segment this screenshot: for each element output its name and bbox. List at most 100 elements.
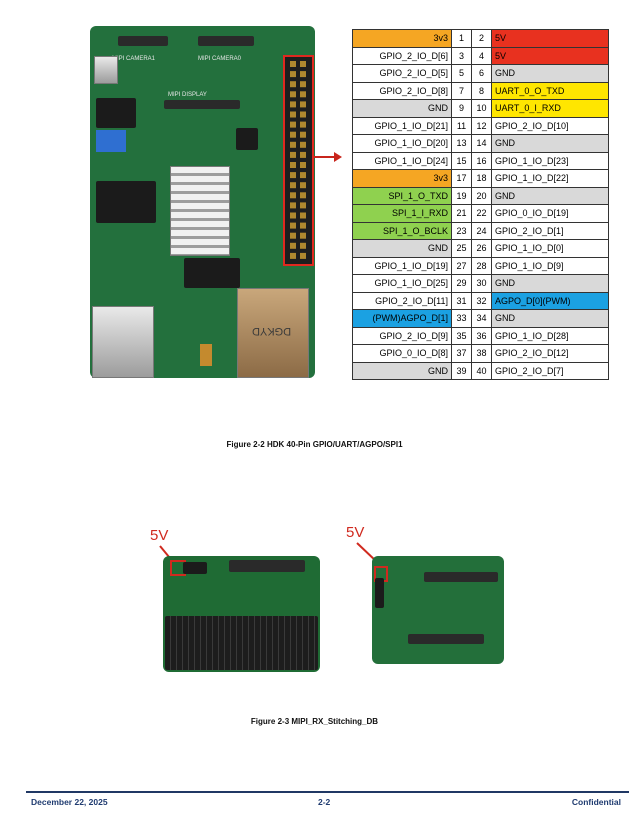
pin-left-signal: 3v3 xyxy=(352,29,452,48)
header-pin xyxy=(290,222,296,229)
header-pin xyxy=(290,172,296,179)
fpc-connector-top xyxy=(424,572,498,582)
pin-left-signal: GPIO_2_IO_D[11] xyxy=(352,291,452,310)
pin-left-signal: GPIO_2_IO_D[8] xyxy=(352,81,452,100)
memory-chip xyxy=(184,258,240,288)
pin-left-signal: GPIO_1_IO_D[25] xyxy=(352,274,452,293)
header-pin xyxy=(300,71,306,78)
40-pin-header xyxy=(283,55,314,266)
pin-left-number: 35 xyxy=(451,326,472,345)
header-pin xyxy=(300,232,306,239)
header-pins xyxy=(290,61,306,259)
pin-left-number: 39 xyxy=(451,361,472,380)
usb-c-port xyxy=(94,56,118,84)
power-connector xyxy=(200,344,212,366)
stitching-board-back xyxy=(372,556,504,664)
header-pin xyxy=(290,91,296,98)
fpc-connector xyxy=(229,560,305,572)
pin-left-number: 29 xyxy=(451,274,472,293)
header-pin xyxy=(300,151,306,158)
pin-right-signal: GND xyxy=(491,309,609,328)
pin-right-signal: AGPO_D[0](PWM) xyxy=(491,291,609,310)
heatsink xyxy=(170,166,230,256)
pin-left-signal: GPIO_2_IO_D[9] xyxy=(352,326,452,345)
header-pin xyxy=(300,111,306,118)
pin-right-number: 2 xyxy=(471,29,492,48)
header-pin xyxy=(300,141,306,148)
mipi-camera1-connector xyxy=(118,36,168,46)
5v-label-left: 5V xyxy=(150,527,169,544)
pin-right-signal: GPIO_1_IO_D[22] xyxy=(491,169,609,188)
header-pin xyxy=(300,101,306,108)
pin-left-signal: GPIO_2_IO_D[5] xyxy=(352,64,452,83)
usb-a-port xyxy=(92,306,154,378)
header-pin xyxy=(300,81,306,88)
header-pin xyxy=(290,232,296,239)
header-pin xyxy=(300,91,306,98)
header-pin xyxy=(290,162,296,168)
pin-left-signal: GPIO_1_IO_D[20] xyxy=(352,134,452,153)
hdk-board-photo: MIPI CAMERA1 MIPI CAMERA0 MIPI DISPLAY D… xyxy=(90,26,315,378)
pin-left-signal: GPIO_1_IO_D[21] xyxy=(352,116,452,135)
header-pin xyxy=(300,222,306,229)
pin-right-number: 16 xyxy=(471,151,492,170)
header-pin xyxy=(300,131,306,138)
header-pin xyxy=(290,131,296,138)
header-pin xyxy=(290,101,296,108)
pin-right-signal: GPIO_1_IO_D[9] xyxy=(491,256,609,275)
header-pin xyxy=(290,61,296,67)
pin-right-number: 30 xyxy=(471,274,492,293)
header-pin xyxy=(290,71,296,78)
header-pin xyxy=(300,61,306,67)
header-pin xyxy=(290,212,296,219)
figure-2-3-caption: Figure 2-3 MIPI_RX_Stitching_DB xyxy=(250,717,379,726)
jumper-header xyxy=(183,562,207,574)
mipi-camera0-connector xyxy=(198,36,254,46)
pin-right-signal: GND xyxy=(491,186,609,205)
5v-label-right: 5V xyxy=(346,524,365,541)
header-pin xyxy=(300,162,306,168)
ethernet-jack: DGKYD xyxy=(237,288,309,378)
pin-left-number: 1 xyxy=(451,29,472,48)
pin-right-signal: GPIO_2_IO_D[10] xyxy=(491,116,609,135)
pin-left-number: 7 xyxy=(451,81,472,100)
pin-left-signal: SPI_1_O_BCLK xyxy=(352,221,452,240)
pin-right-number: 24 xyxy=(471,221,492,240)
stitching-board-front xyxy=(163,556,320,672)
camera1-silkscreen: MIPI CAMERA1 xyxy=(112,56,156,62)
pin-left-signal: 3v3 xyxy=(352,169,452,188)
pin-left-number: 3 xyxy=(451,46,472,65)
footer-page-number: 2-2 xyxy=(318,797,331,807)
pin-right-number: 6 xyxy=(471,64,492,83)
pin-left-signal: GPIO_1_IO_D[24] xyxy=(352,151,452,170)
header-pin xyxy=(300,202,306,209)
header-pin xyxy=(300,212,306,219)
pin-right-signal: GPIO_2_IO_D[1] xyxy=(491,221,609,240)
pin-left-number: 37 xyxy=(451,344,472,363)
pointer-arrow xyxy=(314,156,336,158)
header-pin xyxy=(290,192,296,199)
pointer-arrow-head xyxy=(334,152,342,162)
header-pin xyxy=(290,141,296,148)
pin-right-number: 4 xyxy=(471,46,492,65)
pin-left-number: 5 xyxy=(451,64,472,83)
footer-rule xyxy=(26,791,629,793)
header-pin xyxy=(290,121,296,128)
pin-left-signal: (PWM)AGPO_D[1] xyxy=(352,309,452,328)
